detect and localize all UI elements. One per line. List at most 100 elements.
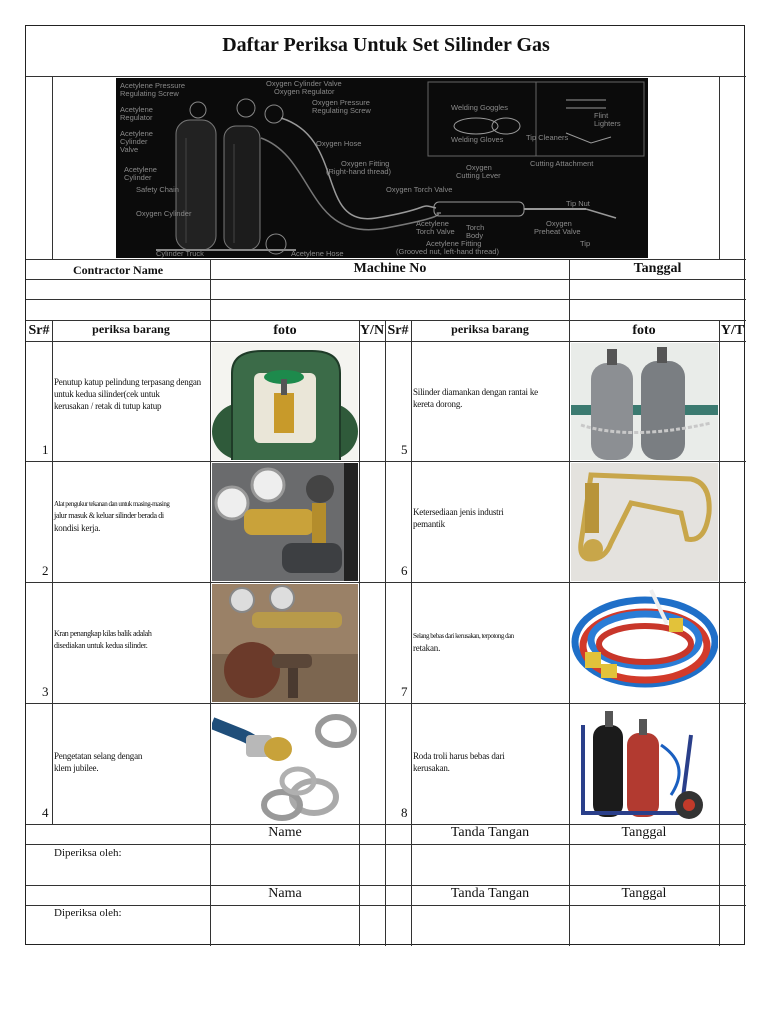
item-text-5: Silinder diamankan dengan rantai ke kere… [413, 386, 567, 410]
contractor-name-label: Contractor Name [72, 263, 164, 277]
item-text-5-line2: kereta dorong. [413, 399, 463, 409]
sign2-date-label: Tanggal [621, 886, 667, 901]
svg-text:Safety Chain: Safety Chain [136, 185, 179, 194]
svg-text:Oxygen: Oxygen [466, 163, 492, 172]
flint-lighter-image [571, 463, 718, 581]
item-text-2-line2: jalur masuk & keluar silinder berada di [54, 511, 164, 520]
item-text-6: Ketersediaan jenis industri pemantik [413, 506, 567, 530]
photo-cylinder-trolley [571, 705, 718, 823]
item-text-8: Roda troli harus bebas dari kerusakan. [413, 750, 567, 774]
item-text-2: Alat pengukur tekanan dan untuk masing-m… [54, 498, 208, 534]
svg-text:Oxygen Torch Valve: Oxygen Torch Valve [386, 185, 452, 194]
item-number-8: 8 [401, 805, 408, 820]
item-text-6-line2: pemantik [413, 519, 445, 529]
svg-text:Oxygen Hose: Oxygen Hose [316, 139, 361, 148]
photo-cylinders-chained [571, 343, 718, 460]
page-title: Daftar Periksa Untuk Set Silinder Gas [222, 34, 550, 56]
pressure-gauges-image [212, 463, 358, 581]
svg-text:(Right-hand thread): (Right-hand thread) [326, 167, 392, 176]
item-number-6: 6 [401, 563, 408, 578]
item-text-8-line2: kerusakan. [413, 763, 450, 773]
col-photo-right: foto [632, 323, 656, 338]
svg-text:Cylinder: Cylinder [124, 173, 152, 182]
svg-text:Oxygen Cylinder Valve: Oxygen Cylinder Valve [266, 79, 342, 88]
svg-text:Cylinder: Cylinder [120, 137, 148, 146]
item-text-4: Pengetatan selang dengan klem jubilee. [54, 750, 208, 774]
sign2-name-label: Nama [268, 886, 302, 901]
svg-text:Preheat Valve: Preheat Valve [534, 227, 581, 236]
photo-pressure-gauges [212, 463, 358, 581]
item-text-2-line3: kondisi kerja. [54, 523, 101, 533]
svg-text:Flint: Flint [594, 111, 609, 120]
svg-text:Acetylene Fitting: Acetylene Fitting [426, 239, 481, 248]
twin-hose-image [571, 584, 718, 702]
svg-text:Tip Nut: Tip Nut [566, 199, 591, 208]
svg-text:Regulator: Regulator [120, 113, 153, 122]
col-yn-right: Y/T [720, 323, 745, 338]
svg-text:Welding Gloves: Welding Gloves [451, 135, 504, 144]
col-item-right: periksa barang [451, 322, 529, 336]
col-yn-left: Y/N [359, 323, 385, 338]
svg-text:Valve: Valve [120, 145, 138, 154]
item-text-5-line1: Silinder diamankan dengan rantai ke [413, 387, 538, 397]
item-text-3-line1: Kran penangkap kilas balik adalah [54, 629, 152, 638]
item-text-1-line1: Penutup katup pelindung terpasang dengan [54, 377, 201, 387]
svg-text:(Grooved nut, left-hand thread: (Grooved nut, left-hand thread) [396, 247, 499, 256]
machine-no-label: Machine No [353, 261, 427, 276]
svg-text:Cutting Lever: Cutting Lever [456, 171, 501, 180]
svg-text:Oxygen Fitting: Oxygen Fitting [341, 159, 389, 168]
svg-text:Tip: Tip [580, 239, 590, 248]
svg-text:Lighters: Lighters [594, 119, 621, 128]
item-text-7-line2: retakan. [413, 643, 441, 653]
welding-set-diagram: Acetylene Pressure Regulating Screw Oxyg… [116, 78, 648, 258]
col-sr-left: Sr# [28, 323, 50, 338]
svg-text:Acetylene: Acetylene [416, 219, 449, 228]
item-text-6-line1: Ketersediaan jenis industri [413, 507, 504, 517]
checklist-sheet: Daftar Periksa Untuk Set Silinder Gas [25, 25, 746, 946]
col-sr-right: Sr# [387, 323, 409, 338]
svg-text:Welding Goggles: Welding Goggles [451, 103, 508, 112]
item-text-4-line1: Pengetatan selang dengan [54, 751, 143, 761]
item-number-7: 7 [401, 684, 408, 699]
svg-text:Torch Valve: Torch Valve [416, 227, 455, 236]
photo-twin-hose [571, 584, 718, 702]
svg-text:Acetylene Pressure: Acetylene Pressure [120, 81, 185, 90]
item-text-1-line2: untuk kedua silinder(cek untuk [54, 389, 160, 399]
svg-text:Regulating Screw: Regulating Screw [312, 106, 371, 115]
sign1-name-label: Name [268, 825, 302, 840]
sign1-checked-by: Diperiksa oleh: [54, 847, 122, 859]
item-text-8-line1: Roda troli harus bebas dari [413, 751, 505, 761]
welding-set-diagram-drawing: Acetylene Pressure Regulating Screw Oxyg… [116, 78, 648, 258]
item-text-3: Kran penangkap kilas balik adalah disedi… [54, 628, 208, 652]
sign1-date-label: Tanggal [621, 825, 667, 840]
photo-flashback-arrestor [212, 584, 358, 702]
svg-text:Tip Cleaners: Tip Cleaners [526, 133, 568, 142]
jubilee-clips-image [212, 705, 358, 823]
item-number-3: 3 [42, 684, 49, 699]
sign1-signature-label: Tanda Tangan [450, 825, 530, 840]
item-text-4-line2: klem jubilee. [54, 763, 99, 773]
item-number-5: 5 [401, 442, 408, 457]
svg-text:Cutting Attachment: Cutting Attachment [530, 159, 594, 168]
svg-text:Acetylene Hose: Acetylene Hose [291, 249, 344, 258]
sign2-checked-by: Diperiksa oleh: [54, 907, 122, 919]
flashback-arrestor-image [212, 584, 358, 702]
header-date-label: Tanggal [633, 261, 682, 276]
svg-text:Torch: Torch [466, 223, 484, 232]
cylinders-chained-image [571, 343, 718, 460]
item-number-2: 2 [42, 563, 49, 578]
col-photo-left: foto [273, 323, 297, 338]
cylinder-valve-guard-image [212, 350, 358, 460]
photo-cylinder-valve-guard [212, 343, 358, 460]
svg-text:Oxygen Pressure: Oxygen Pressure [312, 98, 370, 107]
item-text-1: Penutup katup pelindung terpasang dengan… [54, 376, 264, 412]
svg-text:Cylinder Truck: Cylinder Truck [156, 249, 204, 258]
sign2-signature-label: Tanda Tangan [450, 886, 530, 901]
cylinder-trolley-image [571, 705, 718, 823]
svg-text:Body: Body [466, 231, 483, 240]
svg-text:Regulating Screw: Regulating Screw [120, 89, 179, 98]
photo-jubilee-clips [212, 705, 358, 823]
col-item-left: periksa barang [92, 322, 170, 336]
svg-text:Acetylene: Acetylene [120, 129, 153, 138]
item-text-7: Selang bebas dari kerusakan, terpotong d… [413, 630, 567, 654]
